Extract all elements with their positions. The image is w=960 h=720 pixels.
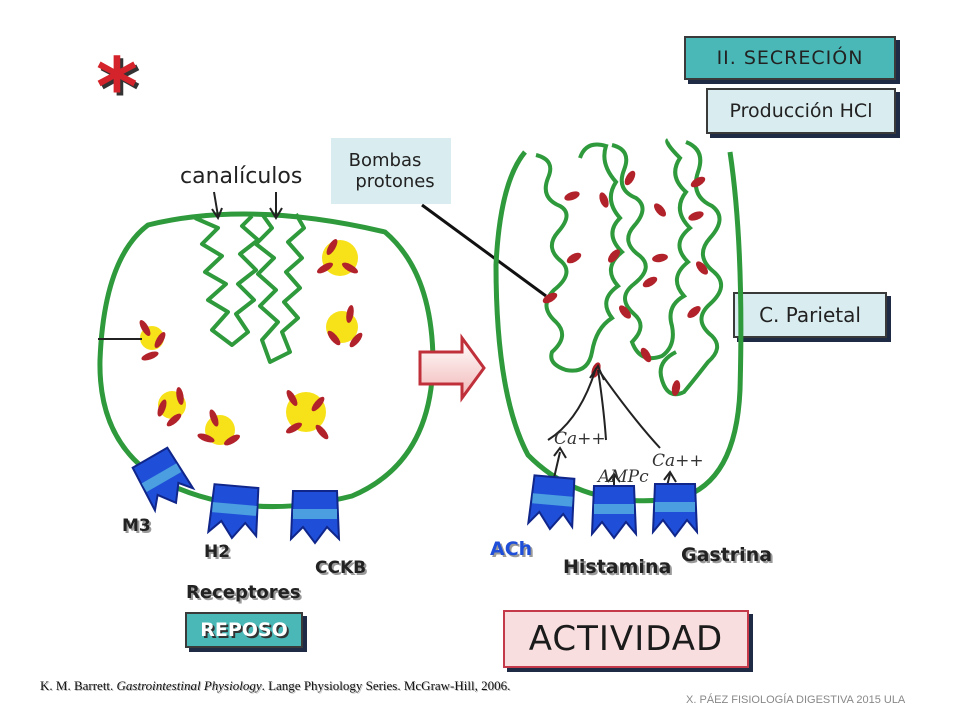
resting-state-label-box: REPOSO: [185, 612, 303, 648]
messenger-ampc: AMPc: [596, 467, 649, 487]
receptor-label-h2: H2: [204, 542, 231, 562]
citation-title: Gastrointestinal Physiology: [116, 678, 262, 693]
author-credit: X. PÁEZ FISIOLOGÍA DIGESTIVA 2015 ULA: [686, 694, 906, 706]
messenger-ca-right: Ca++: [652, 451, 704, 471]
messenger-ca-left: Ca++: [554, 429, 606, 449]
active-receptors: [526, 474, 699, 540]
canaliculi-label: canalículos: [180, 164, 303, 189]
citation-rest: . Lange Physiology Series. McGraw-Hill, …: [261, 678, 511, 693]
active-canaliculus-2: [611, 138, 693, 361]
receptor-label-cckb: CCKB: [315, 558, 367, 578]
transition-arrow-icon: [418, 333, 486, 403]
active-state-label: ACTIVIDAD: [528, 619, 724, 659]
active-proton-pumps: [542, 170, 708, 396]
agonist-label-gastrina: Gastrina: [681, 544, 773, 566]
cell-label-box: C. Parietal: [733, 292, 887, 338]
active-state-label-box: ACTIVIDAD: [503, 610, 749, 668]
agonist-label-ach: ACh: [490, 538, 533, 560]
pumps-label-line1: Bombas: [348, 150, 422, 171]
resting-canaliculus-right: [254, 212, 306, 364]
agonist-label-histamina: Histamina: [563, 556, 672, 578]
subtitle-box: Producción HCl: [706, 88, 896, 134]
active-canaliculus-1: [535, 142, 625, 373]
cell-label: C. Parietal: [759, 303, 861, 327]
active-canaliculus-3: [658, 140, 723, 397]
star-icon: *: [96, 41, 138, 134]
resting-receptors: [131, 446, 341, 545]
resting-cell-membrane: [97, 211, 436, 510]
citation-author: K. M. Barrett.: [40, 678, 117, 693]
resting-state-label: REPOSO: [200, 619, 288, 641]
receptors-caption: Receptores: [186, 582, 301, 603]
receptor-label-m3: M3: [122, 516, 151, 536]
resting-canaliculus-left: [194, 214, 260, 347]
section-title-box: II. SECRECIÓN: [684, 36, 896, 80]
citation: K. M. Barrett. Gastrointestinal Physiolo…: [40, 678, 510, 694]
pumps-label-line2: protones: [355, 171, 435, 192]
section-title: II. SECRECIÓN: [716, 47, 864, 69]
pumps-label-box: Bombas protones: [331, 138, 451, 204]
resting-proton-pumps: [139, 239, 363, 446]
subtitle: Producción HCl: [729, 100, 873, 122]
